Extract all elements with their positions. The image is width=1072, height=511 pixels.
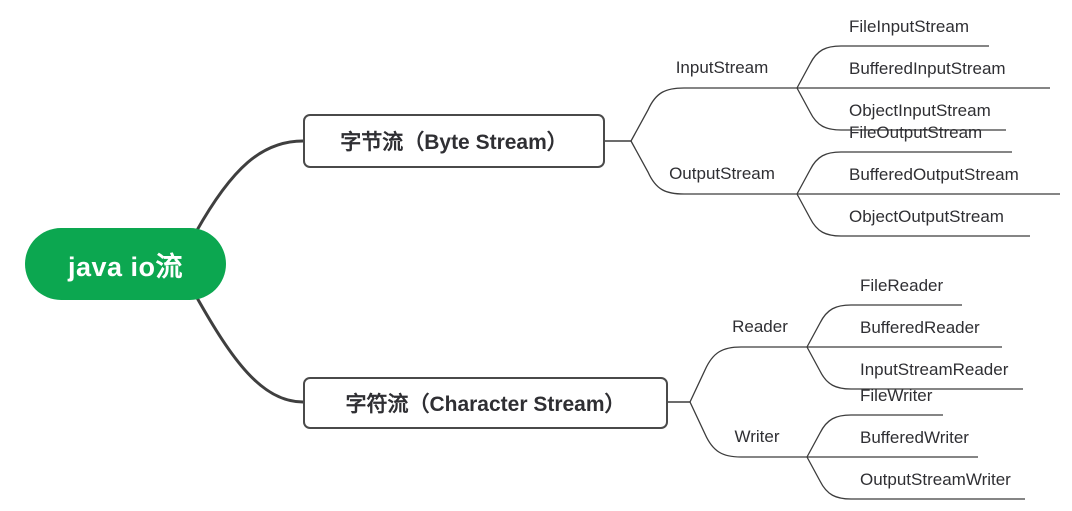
- leaf-objectinputstream[interactable]: ObjectInputStream: [849, 101, 991, 120]
- branch-writer-to-outputstreamwriter: [806, 456, 1025, 500]
- leaf-fileoutputstream[interactable]: FileOutputStream: [849, 123, 983, 142]
- topic-node-character-stream-label: 字符流（Character Stream）: [345, 393, 626, 416]
- branch-inputstream-to-objectinputstream: [796, 87, 1006, 131]
- branch-byte-to-inputstream: [630, 87, 797, 142]
- branch-inputstream-to-fileinputstream: [796, 45, 989, 89]
- subtopic-outputstream[interactable]: OutputStream: [669, 164, 775, 183]
- subtopic-writer[interactable]: Writer: [734, 427, 780, 446]
- branch-reader-to-filereader: [806, 304, 962, 348]
- branch-outputstream-to-fileoutputstream: [796, 151, 1012, 195]
- branch-outputstream-to-objectoutputstream: [796, 193, 1030, 237]
- trunk-to-byte-stream: [194, 139, 305, 234]
- topic-node-byte-stream[interactable]: 字节流（Byte Stream）: [303, 114, 605, 168]
- leaf-fileinputstream[interactable]: FileInputStream: [849, 17, 969, 36]
- leaf-bufferedoutputstream[interactable]: BufferedOutputStream: [849, 165, 1019, 184]
- leaf-inputstreamreader[interactable]: InputStreamReader: [860, 360, 1009, 379]
- leaf-filewriter[interactable]: FileWriter: [860, 386, 933, 405]
- trunk-to-character-stream: [194, 294, 305, 404]
- root-node[interactable]: java io流: [25, 228, 226, 300]
- subtopic-inputstream[interactable]: InputStream: [675, 58, 769, 77]
- topic-node-byte-stream-label: 字节流（Byte Stream）: [340, 131, 568, 154]
- leaf-bufferedwriter[interactable]: BufferedWriter: [860, 428, 969, 447]
- branch-reader-to-inputstreamreader: [806, 346, 1023, 390]
- topic-node-character-stream[interactable]: 字符流（Character Stream）: [303, 377, 668, 429]
- branch-writer-to-filewriter: [806, 414, 943, 458]
- branch-character-to-reader: [689, 346, 807, 403]
- leaf-outputstreamwriter[interactable]: OutputStreamWriter: [860, 470, 1011, 489]
- subtopic-reader[interactable]: Reader: [732, 317, 788, 336]
- branch-byte-to-outputstream: [630, 140, 797, 195]
- root-node-label: java io流: [67, 251, 184, 282]
- leaf-bufferedinputstream[interactable]: BufferedInputStream: [849, 59, 1006, 78]
- leaf-bufferedreader[interactable]: BufferedReader: [860, 318, 980, 337]
- leaf-objectoutputstream[interactable]: ObjectOutputStream: [849, 207, 1004, 226]
- branch-character-to-writer: [689, 401, 807, 458]
- leaf-filereader[interactable]: FileReader: [860, 276, 944, 295]
